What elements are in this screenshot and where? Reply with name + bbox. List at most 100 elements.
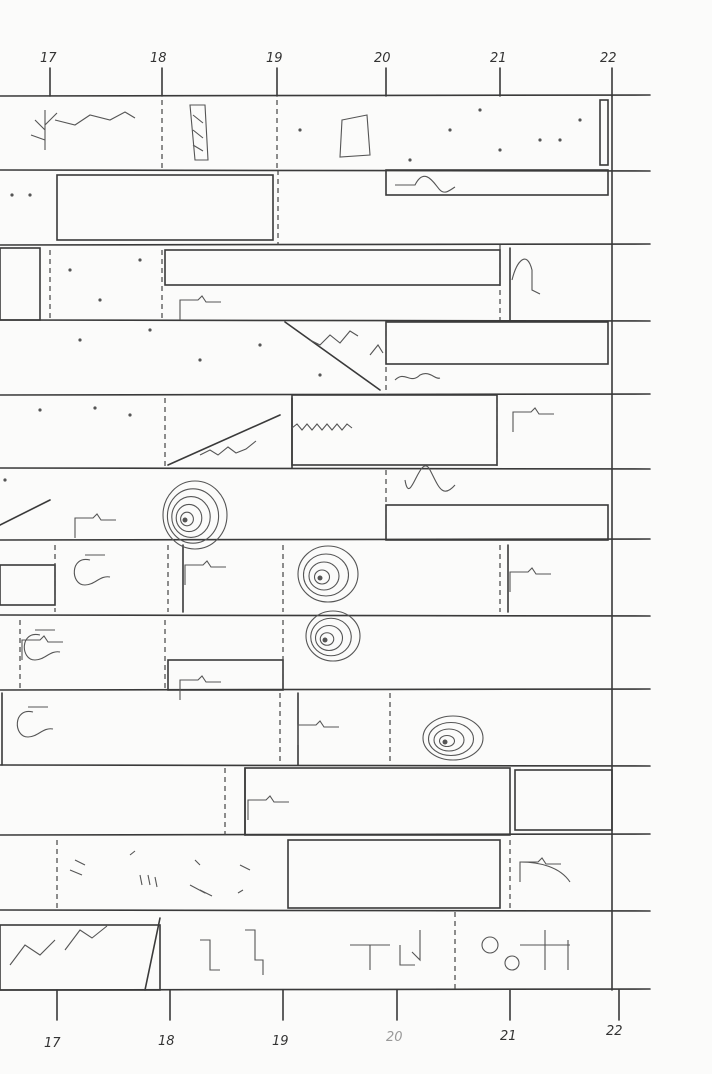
wave-scribble (394, 373, 441, 381)
step-motif (512, 407, 554, 432)
spiral-contour-center (442, 739, 448, 745)
bottom-label-20: 20 (386, 1030, 403, 1045)
staff-line (0, 94, 651, 97)
staff-line (0, 909, 651, 912)
staff-line (0, 243, 651, 246)
constellation-scribble (9, 925, 108, 966)
top-label-18: 18 (150, 51, 167, 66)
wave-scribble (309, 330, 384, 356)
spiral-contour (308, 561, 340, 591)
staff-line (0, 169, 651, 172)
tree-scribble (30, 110, 136, 150)
step-motif (509, 567, 551, 592)
stipple-dot (128, 413, 132, 417)
staff-grid (0, 94, 651, 991)
stipple-dot (10, 193, 14, 197)
step-motif (184, 560, 226, 585)
stipple-dot (28, 193, 32, 197)
spiral-contour (305, 610, 361, 662)
ladder-scribble (189, 104, 209, 161)
stipple-dot (318, 373, 322, 377)
spiral-contour-center (322, 637, 328, 643)
hatch-marks (69, 850, 251, 897)
block-row12-left (0, 924, 161, 991)
marks (3, 104, 582, 975)
stipple-dot (408, 158, 412, 162)
spiral-contour (427, 721, 475, 757)
staff-line (0, 688, 651, 691)
quadrilateral-shape (339, 114, 371, 158)
spiral-contour (166, 488, 220, 544)
spiral-contour (171, 496, 211, 538)
stipple-dot (78, 338, 82, 342)
stipple-dot (448, 128, 452, 132)
stipple-dot (93, 406, 97, 410)
block-row2-right (385, 169, 609, 196)
step-motif (21, 635, 63, 660)
diagonal-line (167, 414, 281, 466)
block-row8 (167, 659, 284, 691)
stipple-dot (538, 138, 542, 142)
stipple-dot (98, 298, 102, 302)
spiral-contour (422, 715, 484, 761)
block-row1-right (599, 99, 609, 166)
circle-glyph (504, 955, 520, 971)
step-motif (297, 720, 339, 745)
step-motif (519, 857, 561, 882)
wave-scribble (199, 440, 257, 456)
top-label-19: 19 (266, 51, 283, 66)
block-row5 (291, 394, 498, 466)
spiral-contour (314, 624, 344, 652)
hook-glyph (23, 629, 61, 661)
staff-line (0, 614, 651, 617)
bottom-label-22: 22 (606, 1024, 623, 1039)
spiral-contour (433, 728, 465, 752)
spiral-contour (438, 734, 456, 748)
bottom-label-17: 17 (44, 1036, 61, 1051)
step-motif (179, 675, 221, 700)
spiral-contour (319, 632, 335, 646)
bracket-scribble (200, 929, 264, 975)
zigzag-scribble (291, 423, 353, 431)
step-motif (179, 295, 221, 320)
bottom-label-18: 18 (158, 1034, 175, 1049)
stipple-dot (3, 478, 7, 482)
stipple-dot (498, 148, 502, 152)
bottom-label-19: 19 (272, 1034, 289, 1049)
staff-line (0, 319, 651, 322)
slanted-line (144, 917, 161, 991)
stipple-dot (138, 258, 142, 262)
staff-line (0, 467, 651, 470)
block-row3-left (0, 247, 41, 321)
top-label-21: 21 (490, 51, 507, 66)
step-motif (74, 513, 116, 538)
top-label-20: 20 (374, 51, 391, 66)
step-motif (247, 795, 289, 820)
stipple-dot (478, 108, 482, 112)
curve-scribble (519, 861, 571, 883)
hook-scribble (511, 258, 541, 295)
diagonal-line (284, 321, 381, 391)
block-row4-right (385, 321, 609, 365)
spiral-contour (310, 617, 352, 657)
stipple-dot (38, 408, 42, 412)
block-row3 (164, 249, 501, 286)
spiral-contour (175, 503, 203, 533)
stipple-dot (578, 118, 582, 122)
spiral-contour (302, 553, 350, 597)
stipple-dot (148, 328, 152, 332)
hook-glyph (73, 554, 111, 586)
spiral-contour (297, 545, 359, 603)
spiral-contour (180, 511, 194, 527)
hook-glyph (16, 706, 54, 738)
blocks (0, 99, 613, 991)
circle-glyph (481, 936, 499, 954)
stipple-dot (68, 268, 72, 272)
block-row10-right (514, 769, 613, 831)
spiral-contour (162, 480, 228, 550)
block-row2 (56, 174, 274, 241)
top-label-22: 22 (600, 51, 617, 66)
diagonal-line (0, 499, 51, 526)
